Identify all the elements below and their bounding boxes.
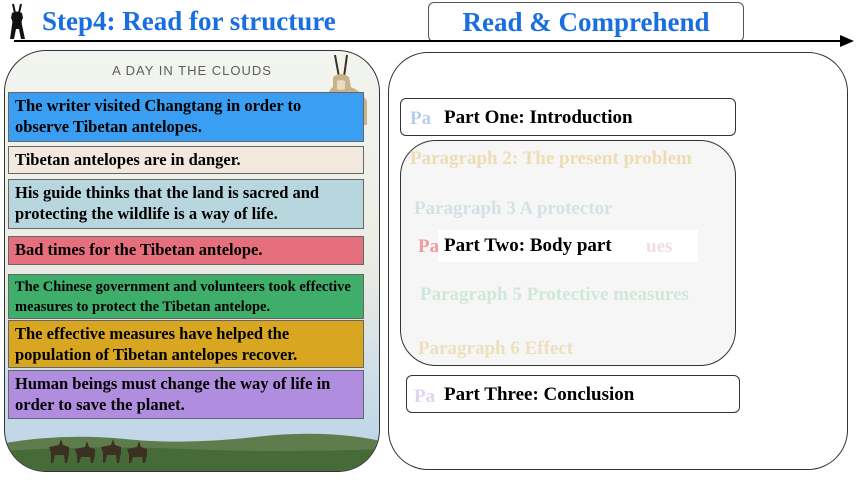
statement-text: The effective measures have helped the p… (15, 324, 298, 364)
paragraph-stub: Pa (410, 108, 432, 129)
arrow-head-icon (840, 35, 854, 47)
read-comprehend-tab[interactable]: Read & Comprehend (428, 2, 744, 42)
statement-card-1[interactable]: The writer visited Changtang in order to… (8, 92, 364, 142)
paragraph-stub: Pa (414, 386, 436, 407)
part-two-label[interactable]: Part Two: Body part (438, 230, 698, 262)
statement-card-3[interactable]: His guide thinks that the land is sacred… (8, 179, 364, 229)
paragraph-label: Paragraph 6 Effect (418, 338, 574, 359)
antelope-logo-icon (10, 3, 25, 39)
statement-text: Tibetan antelopes are in danger. (15, 150, 241, 169)
antelope-herd-icon (49, 439, 147, 463)
statement-text: Bad times for the Tibetan antelope. (15, 240, 263, 259)
header-arrow-line (14, 40, 848, 42)
statement-card-7[interactable]: Human beings must change the way of life… (8, 370, 364, 419)
paragraph-stub: Pa (418, 236, 440, 257)
statement-card-4[interactable]: Bad times for the Tibetan antelope. (8, 236, 364, 265)
statement-text: The Chinese government and volunteers to… (15, 279, 351, 315)
grassland-ground (5, 433, 379, 471)
part-one-label: Part One: Introduction (438, 103, 700, 133)
statement-text: The writer visited Changtang in order to… (15, 96, 302, 136)
article-heading: A DAY IN THE CLOUDS (112, 63, 272, 78)
paragraph-label: Paragraph 3 A protector (414, 198, 613, 219)
statement-card-5[interactable]: The Chinese government and volunteers to… (8, 274, 364, 319)
paragraph-stub: ues (646, 236, 673, 257)
paragraph-label: Paragraph 2: The present problem (410, 148, 692, 169)
statement-text: Human beings must change the way of life… (15, 374, 331, 414)
paragraph-label: Paragraph 5 Protective measures (420, 284, 689, 305)
part-three-label: Part Three: Conclusion (438, 380, 700, 410)
statement-card-2[interactable]: Tibetan antelopes are in danger. (8, 146, 364, 174)
step-title: Step4: Read for structure (42, 6, 336, 36)
statement-text: His guide thinks that the land is sacred… (15, 183, 320, 223)
statement-card-6[interactable]: The effective measures have helped the p… (8, 320, 364, 368)
